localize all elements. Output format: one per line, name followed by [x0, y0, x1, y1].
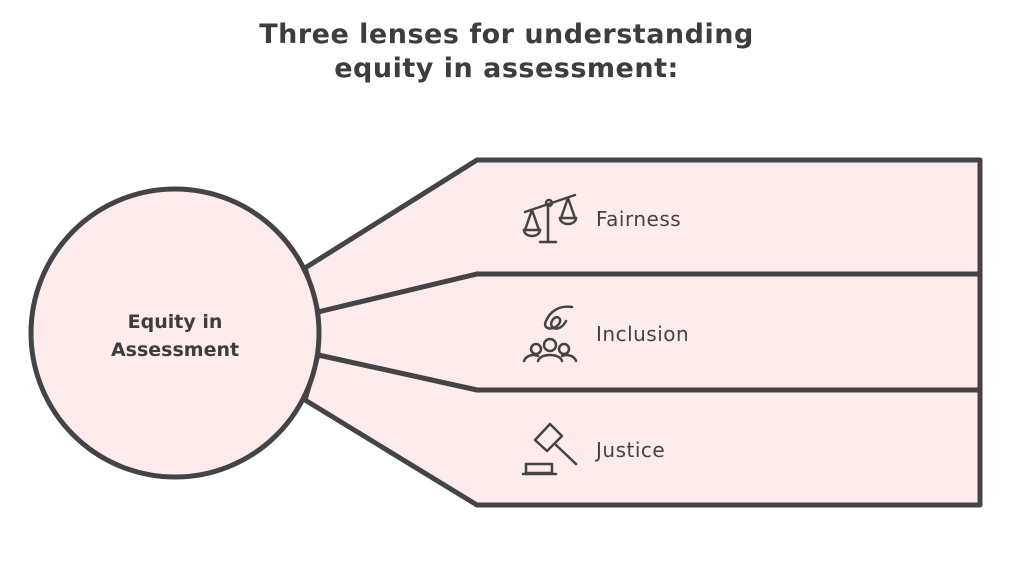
gavel-icon	[521, 422, 578, 476]
lens-label-inclusion: Inclusion	[596, 322, 690, 346]
center-label-line-2: Assessment	[110, 339, 240, 361]
center-circle	[28, 186, 322, 480]
center-label-line-1: Equity in	[127, 311, 223, 333]
title-line-1: Three lenses for understanding	[259, 19, 754, 50]
lens-label-justice: Justice	[596, 438, 666, 462]
lens-label-fairness: Fairness	[596, 207, 682, 231]
diagram-title: Three lenses for understanding equity in…	[0, 18, 1013, 86]
center-label: Equity in Assessment	[75, 308, 275, 364]
title-line-2: equity in assessment:	[334, 53, 679, 84]
scale-icon	[522, 193, 578, 244]
people-hand-icon	[522, 305, 578, 363]
